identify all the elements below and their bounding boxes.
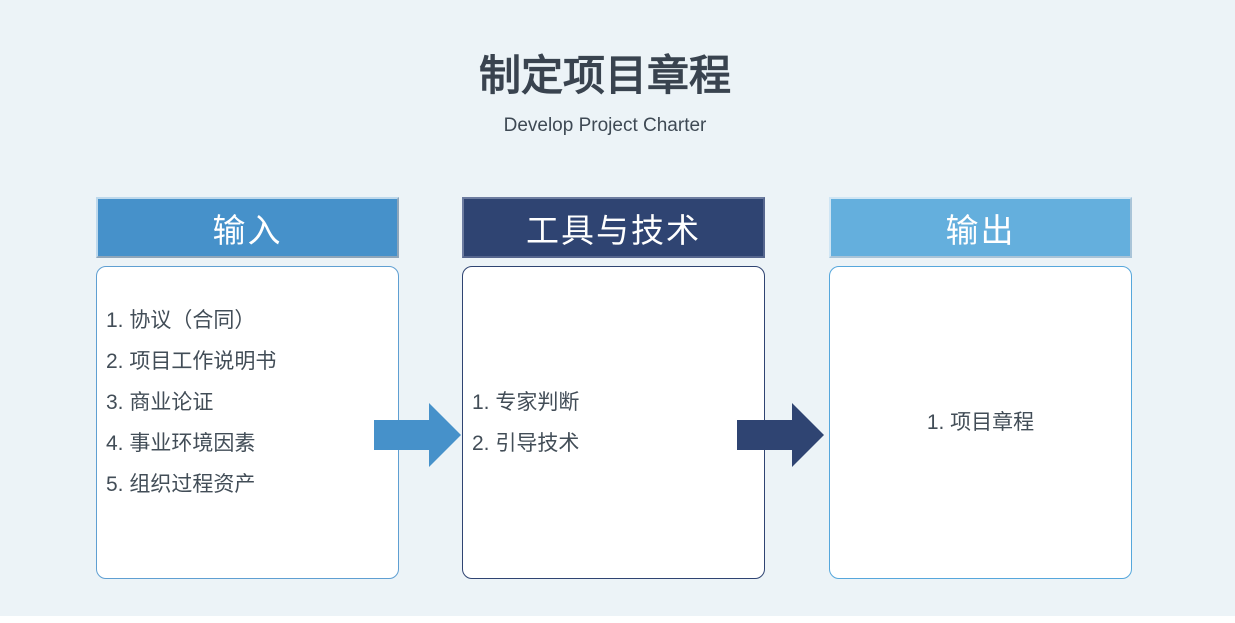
list-item: 1. 项目章程 (926, 411, 1035, 434)
list-item: 4. 事业环境因素 (106, 432, 256, 455)
outputs-header: 输出 (829, 197, 1132, 258)
footer-strip (0, 616, 1235, 623)
right-arrow-icon (374, 403, 461, 467)
list-item: 2. 项目工作说明书 (106, 350, 277, 373)
list-item: 5. 组织过程资产 (106, 473, 256, 496)
inputs-to-tools-arrow (374, 403, 461, 467)
list-item: 2. 引导技术 (472, 431, 580, 455)
page-subtitle: Develop Project Charter (503, 115, 707, 136)
list-item: 3. 商业论证 (106, 391, 214, 414)
column-tools: 工具与技术 1. 专家判断 2. 引导技术 (462, 197, 765, 579)
outputs-list: 1. 项目章程 (927, 402, 1034, 443)
column-inputs: 输入 1. 协议（合同） 2. 项目工作说明书 3. 商业论证 4. 事业环境因… (96, 197, 399, 579)
page-title: 制定项目章程 (478, 52, 731, 99)
right-arrow-icon (737, 403, 824, 467)
tools-to-outputs-arrow (737, 403, 824, 467)
inputs-list: 1. 协议（合同） 2. 项目工作说明书 3. 商业论证 4. 事业环境因素 5… (97, 267, 398, 505)
tools-header: 工具与技术 (462, 197, 765, 258)
list-item: 1. 协议（合同） (106, 309, 256, 332)
inputs-header: 输入 (96, 197, 399, 258)
tools-box: 1. 专家判断 2. 引导技术 (462, 266, 765, 579)
list-item: 1. 专家判断 (472, 390, 580, 414)
outputs-box: 1. 项目章程 (829, 266, 1132, 579)
column-outputs: 输出 1. 项目章程 (829, 197, 1132, 579)
inputs-box: 1. 协议（合同） 2. 项目工作说明书 3. 商业论证 4. 事业环境因素 5… (96, 266, 399, 579)
tools-list: 1. 专家判断 2. 引导技术 (463, 382, 764, 464)
